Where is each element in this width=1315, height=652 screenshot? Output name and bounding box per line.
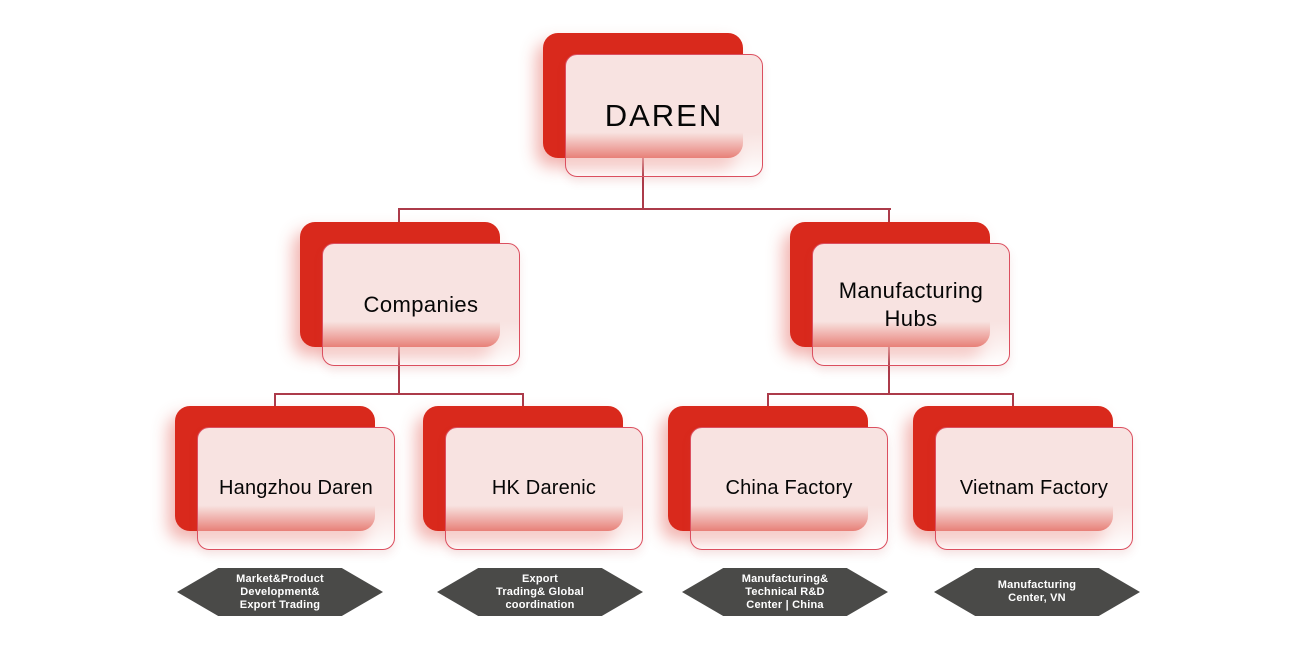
org-node-vietnam-factory[interactable]: Vietnam Factory [913, 406, 1134, 552]
node-label: China Factory [725, 477, 853, 499]
role-tag-line: coordination [505, 598, 575, 611]
role-tag-line: Manufacturing& [741, 572, 829, 585]
node-label: Companies [363, 291, 479, 317]
connector-line [274, 393, 276, 408]
org-node-china-factory[interactable]: China Factory [668, 406, 889, 552]
org-node-hangzhou-daren[interactable]: Hangzhou Daren [175, 406, 396, 552]
role-tag-china-factory[interactable]: Manufacturing& Technical R&D Center | Ch… [682, 568, 888, 616]
role-tag-line: Technical R&D [745, 585, 825, 598]
node-card: Companies [322, 243, 520, 366]
role-tag-line: Export [521, 572, 559, 585]
node-label: Vietnam Factory [959, 477, 1109, 499]
org-node-companies[interactable]: Companies [300, 222, 521, 368]
connector-line [274, 393, 524, 395]
role-tag-line: Export Trading [239, 598, 321, 611]
org-node-manufacturing-hubs[interactable]: Manufacturing Hubs [790, 222, 1011, 368]
node-card: Hangzhou Daren [197, 427, 395, 550]
role-tag-hangzhou-daren[interactable]: Market&Product Development& Export Tradi… [177, 568, 383, 616]
node-card: Manufacturing Hubs [812, 243, 1010, 366]
node-card: China Factory [690, 427, 888, 550]
role-tag-vietnam-factory[interactable]: Manufacturing Center, VN [934, 568, 1140, 616]
node-card: Vietnam Factory [935, 427, 1133, 550]
connector-line [398, 208, 400, 224]
org-node-hk-darenic[interactable]: HK Darenic [423, 406, 644, 552]
connector-line [398, 345, 400, 395]
role-tag-hk-darenic[interactable]: Export Trading& Global coordination [437, 568, 643, 616]
connector-line [1012, 393, 1014, 408]
org-node-daren[interactable]: DAREN [543, 33, 764, 179]
role-tag-line: Market&Product [236, 572, 324, 585]
node-label: DAREN [604, 97, 724, 133]
role-tag-line: Center, VN [1008, 592, 1066, 604]
role-tag-line: Trading& Global [496, 585, 584, 598]
node-label: Manufacturing Hubs [838, 278, 984, 331]
connector-line [888, 208, 890, 224]
role-tag-line: Manufacturing [997, 579, 1077, 591]
connector-line [522, 393, 524, 408]
node-card: HK Darenic [445, 427, 643, 550]
connector-line [888, 345, 890, 395]
role-tag-line: Development& [240, 585, 320, 598]
connector-line [398, 208, 891, 210]
node-label: HK Darenic [491, 477, 597, 499]
node-label: Hangzhou Daren [218, 477, 373, 499]
role-tag-line: Center | China [746, 598, 824, 611]
connector-line [767, 393, 1014, 395]
connector-line [767, 393, 769, 408]
node-card: DAREN [565, 54, 763, 177]
connector-line [642, 152, 644, 210]
